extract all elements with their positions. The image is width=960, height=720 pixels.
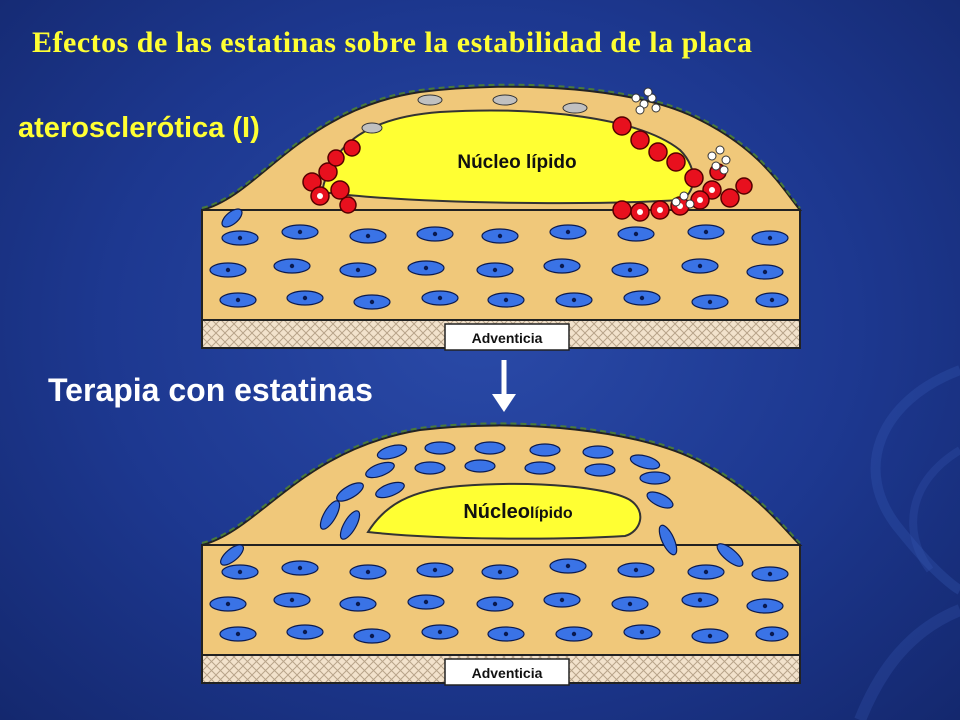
bottom-lipid-core-label-part2: lípido [530,505,573,522]
top-inflammatory-cells-left [302,139,361,214]
top-smooth-muscle-cells [209,208,789,310]
svg-text:Núcleolípido: Núcleolípido [463,501,573,523]
down-arrow-icon [492,360,516,412]
background-swirl [854,365,960,720]
top-lipid-core-label: Núcleo lípido [457,152,576,173]
top-adventitia-label: Adventicia [472,330,543,346]
therapy-label: Terapia con estatinas [48,372,373,408]
top-granule-clusters [631,87,731,209]
top-grey-cells [361,94,588,134]
slide-title: Efectos de las estatinas sobre la estabi… [32,26,753,59]
top-plaque-diagram: Adventicia Núcleo lípido [201,83,803,351]
bottom-lipid-core [366,482,642,540]
bottom-lipid-core-label-part1: Núcleo [463,501,530,523]
bottom-cap-smooth-muscle-cells [220,441,744,567]
slide-title-continuation: aterosclerótica (I) [18,112,260,144]
bottom-adventitia-label: Adventicia [472,665,543,681]
top-lipid-core [320,109,695,205]
bottom-smooth-muscle-cells [209,558,789,644]
bottom-plaque-diagram: Adventicia Núcleolípido [201,422,803,686]
